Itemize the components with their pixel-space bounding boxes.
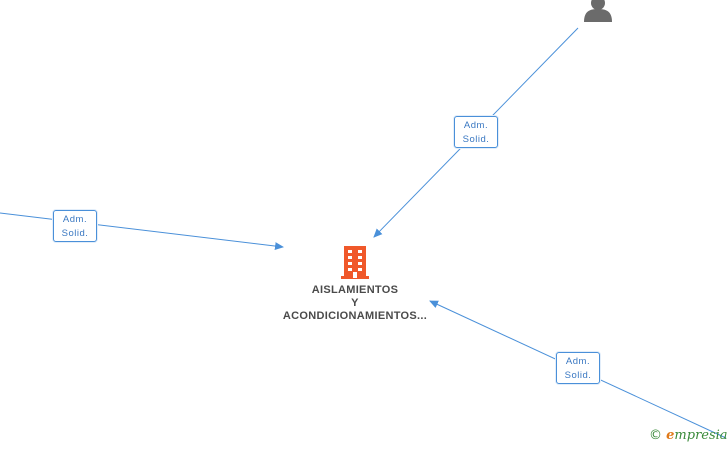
person-icon [584, 0, 612, 22]
company-name[interactable]: AISLAMIENTOS Y ACONDICIONAMIENTOS... [270, 284, 440, 323]
edge-role-line2: Solid. [462, 134, 490, 145]
company-node[interactable]: AISLAMIENTOS Y ACONDICIONAMIENTOS... [270, 244, 440, 323]
edge-role-label-left[interactable]: Adm. Solid. [53, 210, 97, 242]
brand-logo-initial: e [666, 428, 675, 443]
edge-line-left [0, 212, 284, 251]
person-node[interactable] [583, 0, 613, 27]
edge-role-line1: Adm. [463, 120, 489, 131]
edge-role-label-bottom-right[interactable]: Adm. Solid. [556, 352, 600, 384]
edge-role-label-top-right[interactable]: Adm. Solid. [454, 116, 498, 148]
edge-role-line1: Adm. [565, 356, 591, 367]
edge-role-line2: Solid. [61, 228, 89, 239]
building-icon [341, 246, 369, 279]
brand-logo-text: mpresia [674, 428, 728, 443]
edge-role-line1: Adm. [62, 214, 88, 225]
company-name-line1: AISLAMIENTOS [311, 284, 399, 296]
copyright-icon: © [649, 428, 662, 443]
edge-role-line2: Solid. [564, 370, 592, 381]
company-name-line2: Y [351, 297, 359, 309]
company-name-line3: ACONDICIONAMIENTOS... [282, 310, 428, 322]
brand-watermark: © empresia [649, 428, 728, 443]
